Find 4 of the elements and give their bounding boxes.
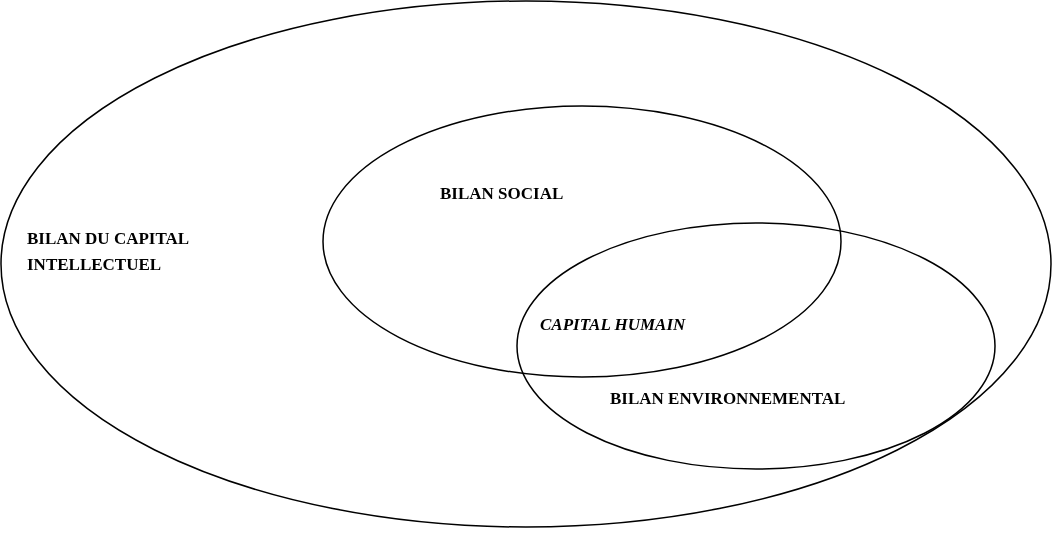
region-label: BILAN DU CAPITAL INTELLECTUEL — [27, 228, 190, 276]
region-label: BILAN SOCIAL — [440, 183, 565, 205]
overlap-label: CAPITAL HUMAIN — [540, 314, 686, 336]
region-label: BILAN ENVIRONNEMENTAL — [610, 388, 847, 410]
